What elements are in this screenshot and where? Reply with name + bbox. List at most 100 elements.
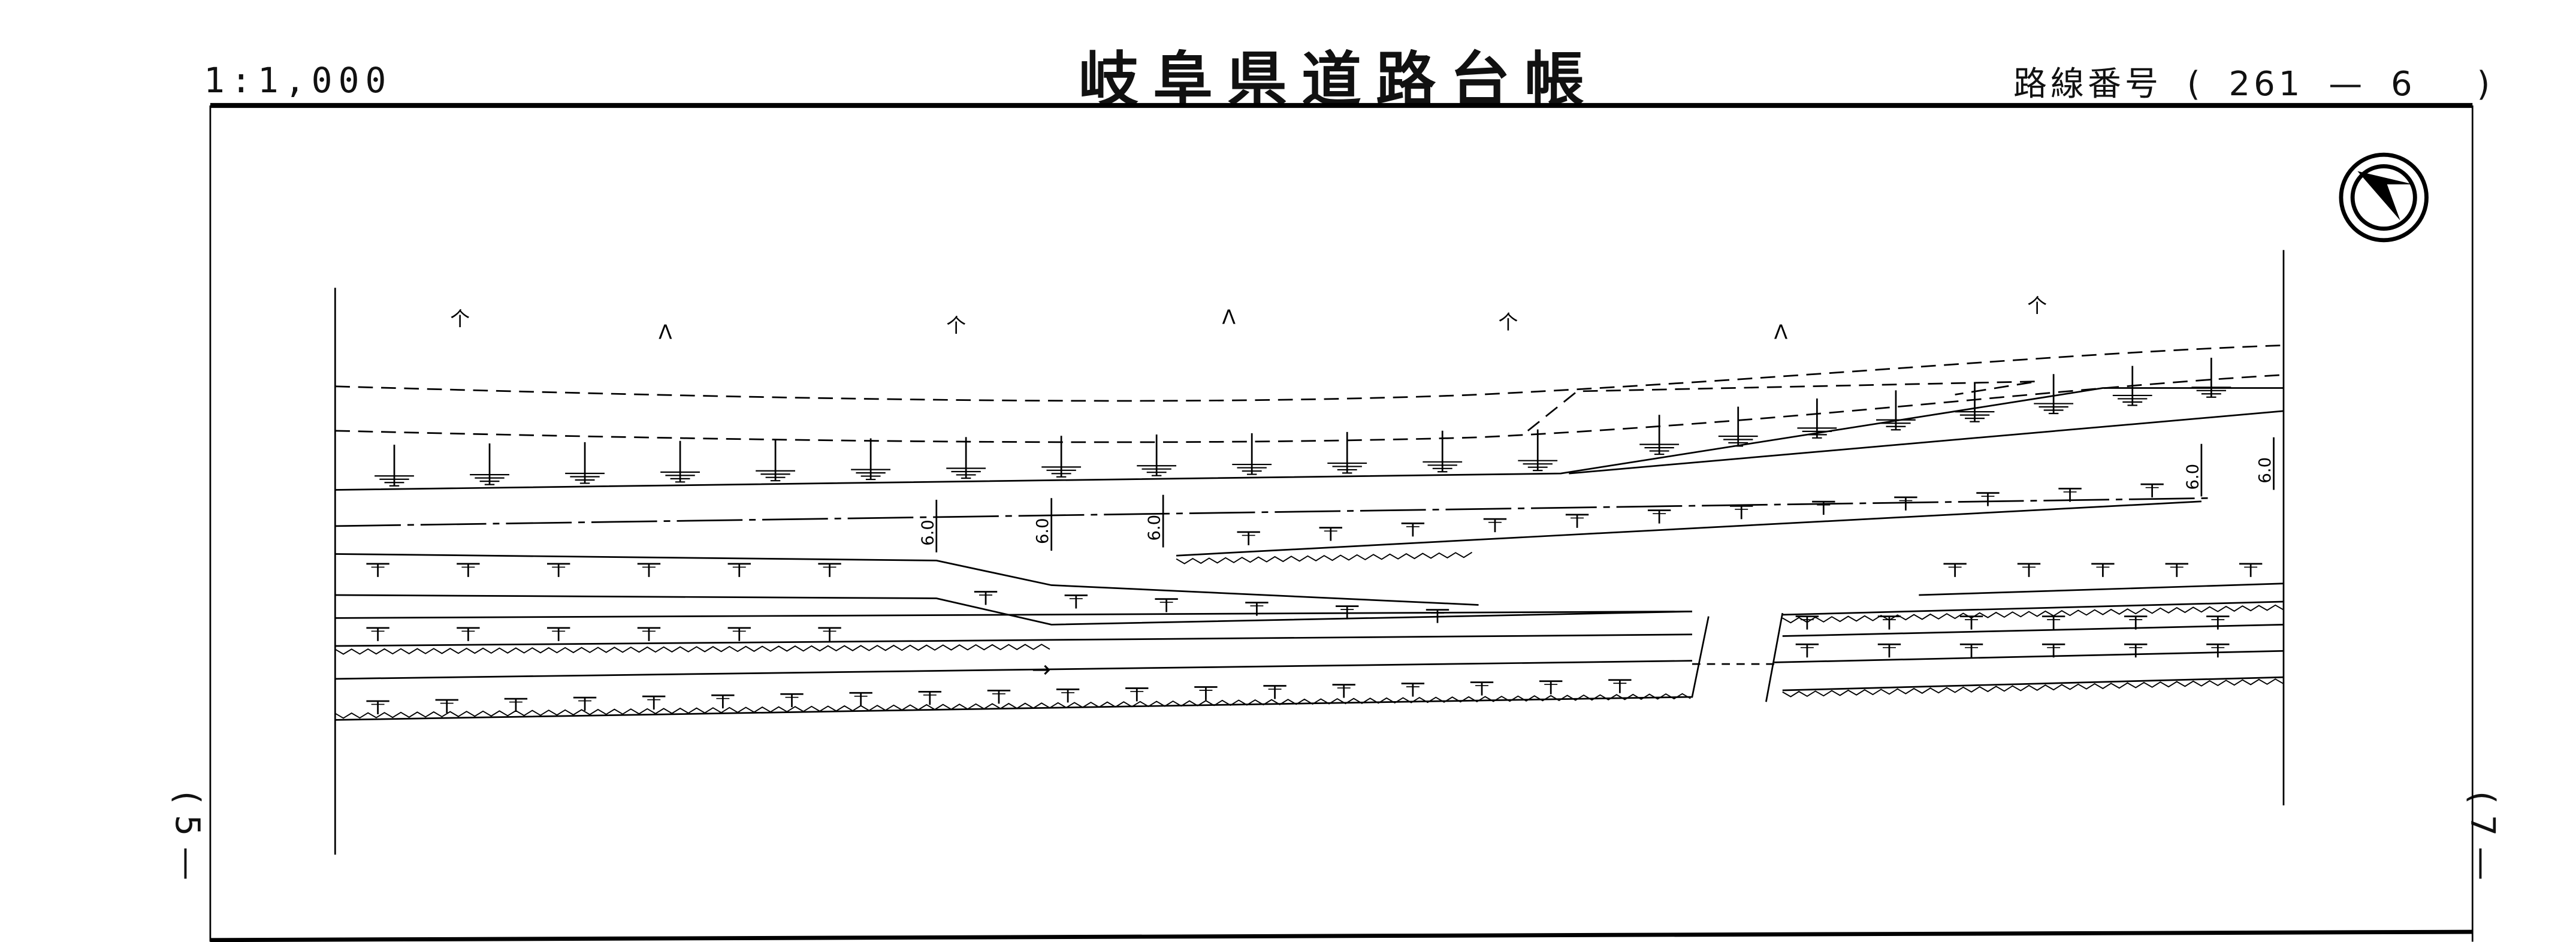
boundary-dashed-1: [335, 344, 2284, 402]
survey-marker: 个: [2027, 294, 2047, 317]
route-main-number: 261: [2228, 65, 2304, 104]
road-edge-13: [335, 616, 1710, 721]
survey-marker: 个: [450, 307, 470, 330]
slope-symbol: [1959, 643, 1983, 658]
road-edge-5: [335, 594, 1692, 626]
slope-symbol: [727, 627, 751, 641]
survey-marker: Λ: [1222, 306, 1236, 329]
slope-symbol: [2124, 615, 2148, 630]
boundary-dashed-2: [335, 374, 2284, 443]
route-dash: —: [2329, 65, 2366, 104]
slope-symbol: [727, 563, 751, 577]
slope-symbols: [334, 357, 2284, 719]
slope-symbol: [2140, 483, 2164, 498]
slope-symbol: [1730, 505, 1753, 520]
slope-symbol: [642, 695, 666, 710]
slope-symbol: [366, 700, 389, 714]
slope-symbol: [457, 563, 480, 577]
road-edge-6: [1919, 582, 2284, 596]
slope-symbol: [2206, 615, 2230, 630]
direction-arrow-icon: →: [1032, 656, 1051, 683]
slope-symbol: [375, 445, 414, 487]
slope-symbol: [546, 563, 570, 577]
centerline: [335, 497, 2210, 527]
slope-symbol: [2191, 357, 2231, 398]
slope-symbol: [1518, 429, 1558, 472]
road-edge-14: [1765, 612, 1784, 702]
road-edge-8: [1782, 600, 2284, 616]
road-edge-11: [335, 660, 1692, 680]
north-arrow-icon: [2339, 152, 2429, 243]
slope-symbol: [2058, 488, 2082, 502]
road-edge-9: [335, 633, 1692, 647]
slope-symbol: [1876, 390, 1916, 431]
slope-symbol: [2206, 643, 2230, 658]
survey-marker: 个: [946, 313, 966, 337]
slope-symbol: [637, 563, 661, 577]
slope-symbol: [573, 696, 597, 711]
slope-symbol: [1232, 433, 1272, 475]
width-label: 6.0: [919, 520, 937, 546]
slope-symbol: [1194, 686, 1218, 701]
slope-symbol: [1565, 514, 1589, 528]
scale-label: 1:1,000: [204, 60, 392, 101]
embankment-hatch: [334, 693, 1691, 719]
slope-symbol: [756, 439, 795, 482]
slope-symbol: [1319, 527, 1342, 541]
road-edge-15: [1782, 676, 2284, 692]
slope-symbol: [504, 698, 528, 712]
route-close: ): [2477, 65, 2494, 104]
slope-symbol: [1245, 602, 1269, 616]
slope-symbol: [1426, 609, 1449, 623]
slope-symbol: [470, 443, 509, 485]
route-label: 路線番号: [2013, 65, 2162, 104]
slope-symbol: [818, 627, 841, 641]
slope-symbol: [1955, 382, 1995, 422]
survey-marker: Λ: [659, 320, 672, 343]
slope-symbol: [1336, 605, 1359, 620]
route-sub-number: 6: [2391, 65, 2416, 104]
slope-symbol: [2042, 615, 2065, 630]
slope-symbol: [1401, 683, 1425, 697]
slope-symbol: [2034, 374, 2074, 415]
slope-symbol: [946, 437, 986, 479]
slope-symbol: [457, 627, 480, 641]
slope-symbol: [1647, 509, 1671, 524]
width-label: 6.0: [2256, 457, 2275, 484]
slope-symbol: [1718, 406, 1758, 447]
slope-symbol: [2239, 563, 2263, 577]
slope-symbol: [1064, 594, 1088, 609]
road-edge-10: [1782, 623, 2284, 637]
embankment-hatch: [1782, 678, 2284, 698]
road-edge-1: [335, 387, 2284, 491]
slope-symbol: [1401, 523, 1425, 537]
slope-symbol: [1125, 687, 1149, 702]
route-open: (: [2187, 65, 2204, 104]
slope-symbol: [1155, 598, 1178, 612]
slope-symbol: [2042, 643, 2065, 658]
slope-symbol: [1470, 681, 1494, 696]
slope-symbol: [849, 692, 872, 707]
slope-symbol: [565, 442, 605, 484]
slope-symbol: [1237, 531, 1260, 545]
frame-bottom: [210, 929, 2473, 942]
road-edge-7: [335, 611, 1692, 619]
road-edge-4: [335, 553, 1479, 606]
slope-symbol: [1608, 679, 1632, 693]
slope-symbol: [2165, 563, 2188, 577]
slope-symbol: [918, 690, 941, 705]
embankment-hatch: [334, 644, 1050, 655]
slope-symbol: [366, 563, 389, 577]
slope-symbol: [1877, 615, 1901, 630]
slope-symbol: [2112, 366, 2152, 406]
slope-symbol: [1423, 430, 1463, 473]
slope-symbol: [818, 563, 841, 577]
embankment-hatch: [1176, 551, 1473, 564]
slope-symbol: [435, 699, 458, 713]
slope-symbol: [1041, 436, 1082, 478]
slope-symbol: [851, 438, 891, 481]
slope-symbol: [1797, 398, 1837, 439]
